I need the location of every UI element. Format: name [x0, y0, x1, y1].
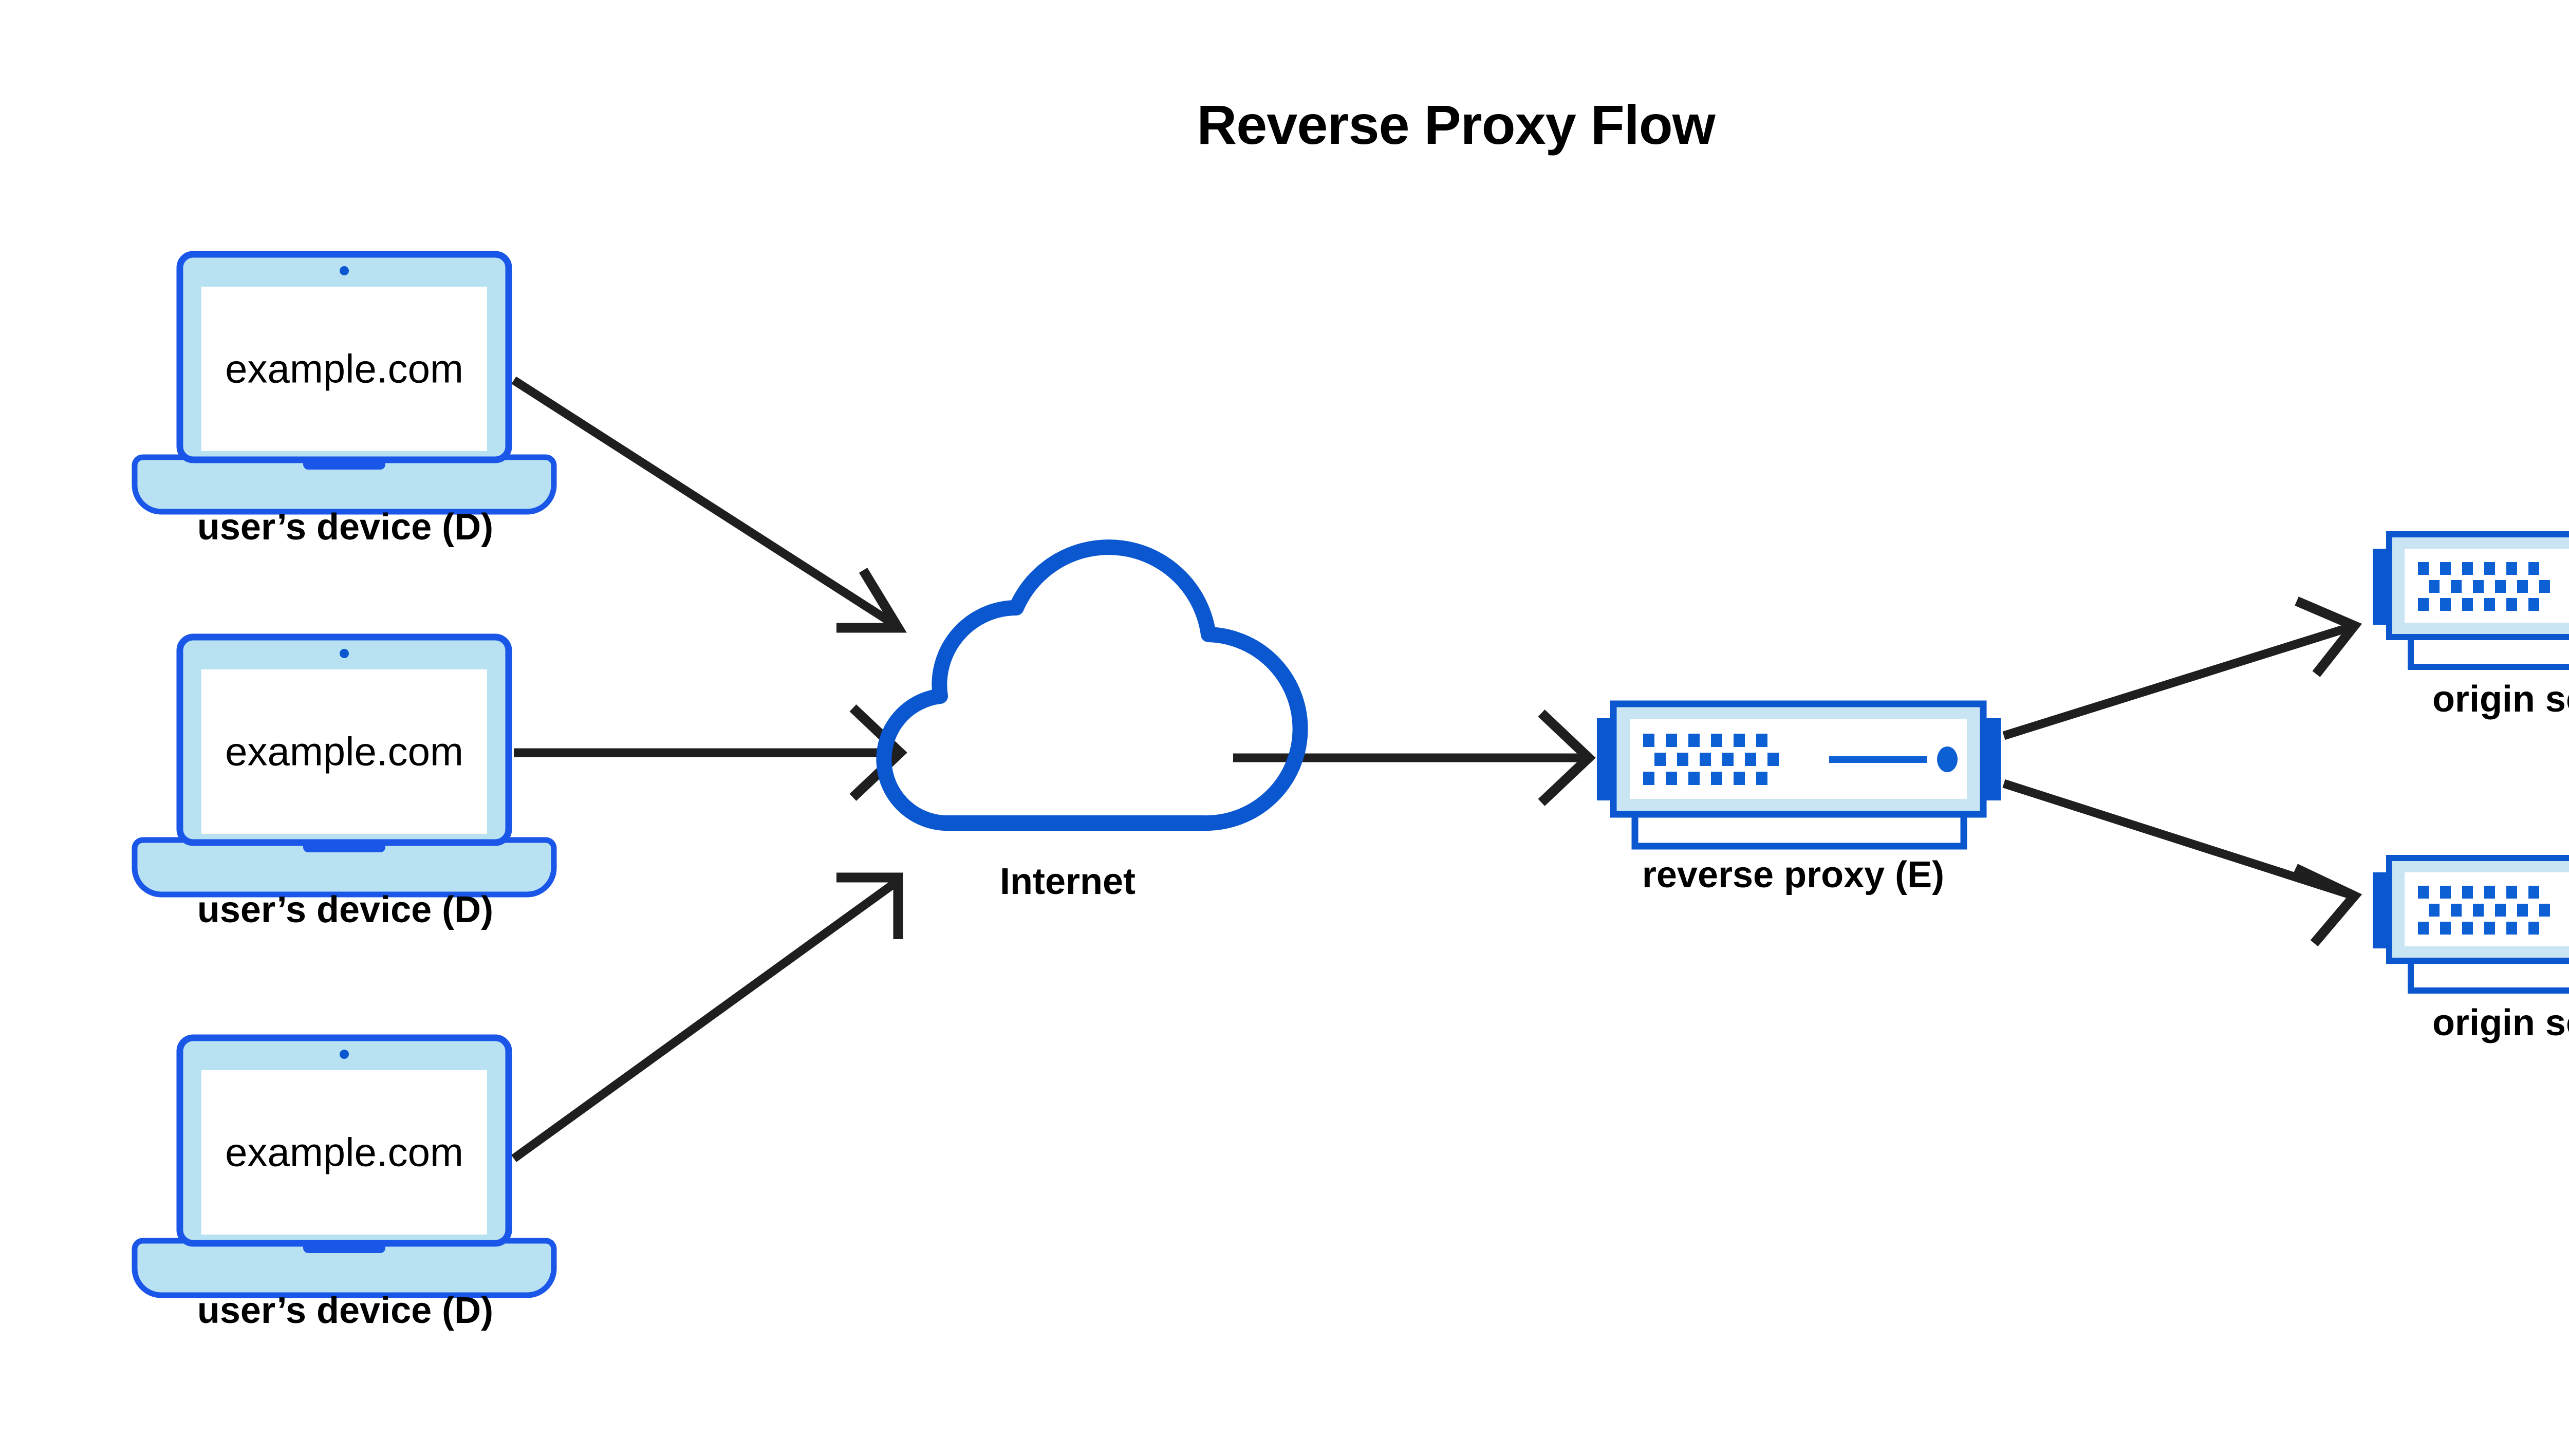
arrow-device-bottom-to-internet [511, 872, 903, 1162]
arrow-device-top-to-internet [511, 376, 907, 633]
device-top-screen-text: example.com [225, 346, 463, 391]
device-top-icon [132, 251, 557, 515]
connection-arrows [511, 376, 2362, 1162]
camera-dot-icon [340, 1050, 349, 1059]
camera-dot-icon [340, 649, 349, 658]
device-middle-label: user’s device (D) [197, 889, 494, 930]
arrow-proxy-to-origin-top [2002, 596, 2362, 740]
device-bottom-icon [132, 1034, 557, 1298]
origin-top-label: origin server (F) [2432, 679, 2569, 720]
device-middle-icon [132, 633, 557, 898]
device-middle-screen-text: example.com [225, 729, 463, 774]
arrow-device-middle-to-internet [514, 704, 907, 801]
camera-dot-icon [340, 266, 349, 275]
device-top-label: user’s device (D) [197, 507, 494, 548]
reverse-proxy-label: reverse proxy (E) [1642, 854, 1945, 895]
page-title: Reverse Proxy Flow [1197, 94, 1715, 156]
internet-cloud-icon [876, 539, 1308, 831]
origin-bottom-icon [2373, 855, 2569, 994]
arrow-proxy-to-origin-bottom [2002, 779, 2362, 947]
device-bottom-screen-text: example.com [225, 1129, 463, 1175]
origin-top-icon [2373, 531, 2569, 670]
device-bottom-label: user’s device (D) [197, 1290, 494, 1331]
internet-label: Internet [999, 861, 1136, 902]
origin-bottom-label: origin server (F) [2432, 1002, 2569, 1043]
reverse-proxy-icon [1597, 700, 2001, 850]
